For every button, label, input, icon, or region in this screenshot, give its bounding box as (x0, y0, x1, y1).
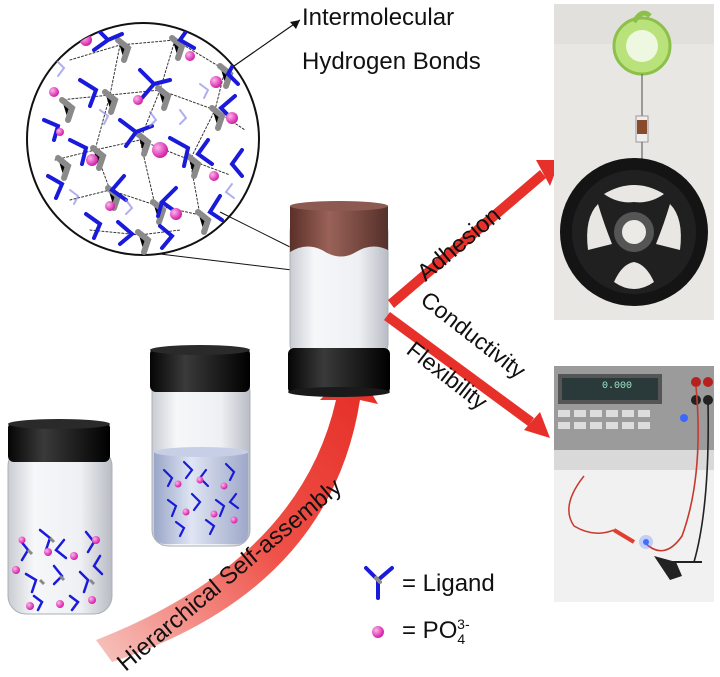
conductivity-photo-drawing (554, 366, 714, 602)
zoom-line-lower (159, 253, 293, 271)
vial-ligand-mixture (7, 419, 113, 615)
molecular-network-circle (26, 22, 260, 256)
phosphate-legend-label: = PO43- (402, 616, 478, 647)
phosphate-prefix: = PO (402, 617, 458, 644)
phosphate-subscript: 4 (457, 630, 466, 647)
adhesion-photo (554, 4, 714, 320)
conductivity-arrow (384, 312, 550, 438)
ligand-legend-label: = Ligand (402, 570, 495, 597)
meter-readout: 0.000 (602, 381, 633, 392)
callout-arrowhead (290, 20, 300, 29)
phosphate-legend-symbol (372, 626, 384, 638)
vial-inverted-gel (288, 201, 390, 397)
zoom-line-upper (219, 211, 293, 249)
ligand-legend-symbol (364, 566, 394, 600)
hydrogen-bonds-title-line2: Hydrogen Bonds (302, 48, 481, 75)
conductivity-photo: 0.000 (554, 366, 714, 602)
vial-hydrogel-liquid (150, 345, 251, 547)
hydrogen-bonds-title-line1: Intermolecular (302, 4, 455, 31)
adhesion-photo-drawing (554, 4, 714, 320)
callout-line-title (233, 19, 301, 67)
phosphate-superscript: 3- (457, 616, 470, 632)
